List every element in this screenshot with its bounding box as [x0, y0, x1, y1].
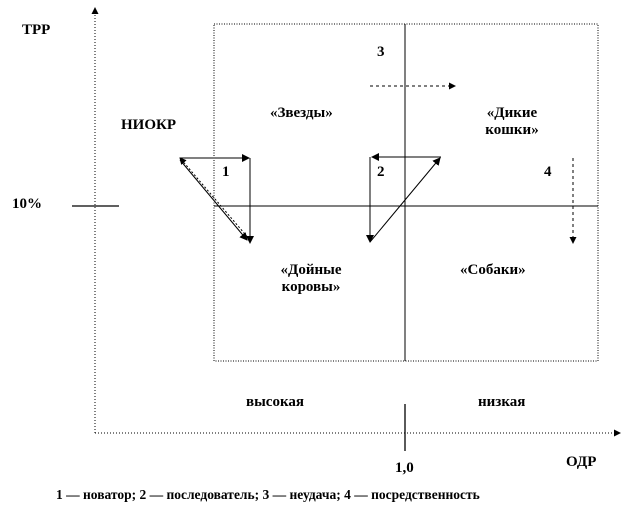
- quadrant-stars: «Звезды»: [270, 105, 333, 121]
- quadrant-wildcats: «Дикие кошки»: [470, 105, 554, 140]
- path-number-1: 1: [222, 164, 230, 180]
- quadrant-cows-line2: коровы»: [281, 279, 341, 296]
- path1-diag-leg: [179, 159, 248, 241]
- rnd-label: НИОКР: [121, 117, 177, 133]
- quadrant-cows-line1: «Дойные: [280, 262, 342, 278]
- path2-diag-leg: [369, 157, 441, 243]
- quadrant-wildcats-line2: кошки»: [485, 122, 539, 139]
- legend: 1 — новатор; 2 — последователь; 3 — неуд…: [56, 487, 480, 502]
- path-number-3: 3: [377, 44, 385, 60]
- y-tick-label: 10%: [12, 196, 42, 212]
- path-number-2: 2: [377, 164, 385, 180]
- x-tick-label: 1,0: [395, 460, 414, 476]
- y-axis-label: ТРР: [22, 22, 51, 38]
- matrix-frame: [213, 23, 599, 362]
- quadrant-cash-cows: «Дойные коровы»: [266, 262, 356, 297]
- share-low-label: низкая: [478, 394, 526, 410]
- path-number-4: 4: [544, 164, 552, 180]
- path1-dashed-leg: [179, 157, 251, 241]
- x-axis-label: ОДР: [566, 454, 597, 470]
- quadrant-wildcats-line1: «Дикие: [486, 105, 538, 121]
- quadrant-dogs: «Собаки»: [460, 262, 526, 278]
- share-high-label: высокая: [246, 394, 305, 410]
